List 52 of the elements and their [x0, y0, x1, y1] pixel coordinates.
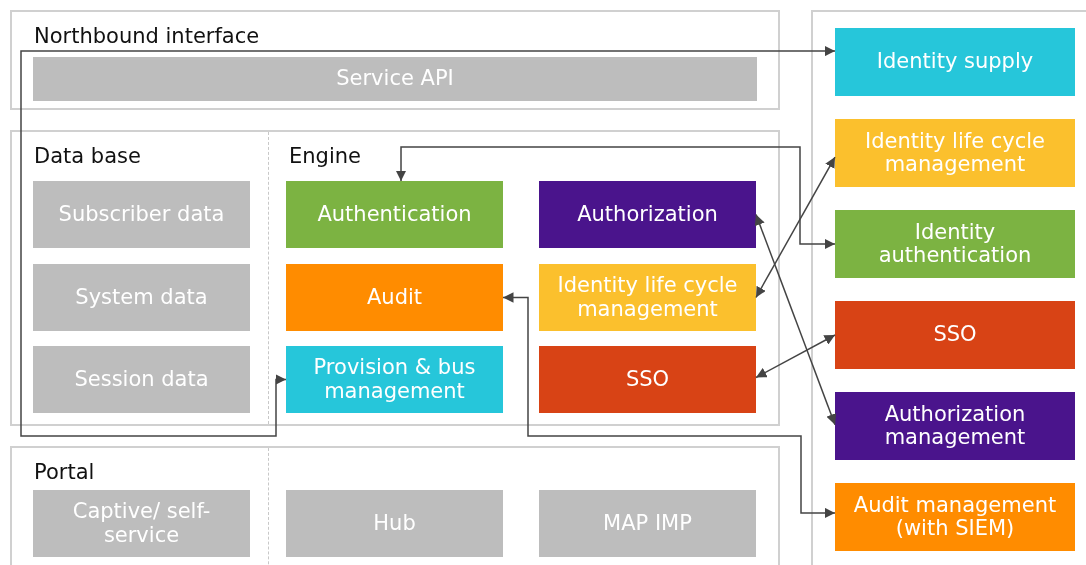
panel-heading: Portal — [34, 460, 95, 484]
box-label: Identity life cycle management — [863, 129, 1047, 177]
component-box — [286, 181, 503, 248]
component-box — [286, 346, 503, 413]
box-label: System data — [75, 285, 208, 310]
box-label: Hub — [373, 511, 416, 536]
component-box — [835, 301, 1075, 369]
component-box — [33, 346, 250, 413]
connector-arrow — [754, 213, 837, 426]
layer-panel — [10, 10, 780, 110]
component-box — [835, 119, 1075, 187]
component-box — [835, 392, 1075, 460]
box-label: SSO — [625, 367, 670, 392]
box-label: Provision & bus management — [312, 356, 477, 403]
connector-arrow — [755, 156, 836, 299]
component-box — [539, 181, 756, 248]
box-label: Identity authentication — [877, 220, 1033, 268]
component-box — [539, 346, 756, 413]
box-label: MAP IMP — [603, 511, 692, 536]
component-box — [33, 490, 250, 557]
box-label: Audit management (with SIEM) — [852, 493, 1058, 541]
connector-arrow — [502, 292, 836, 519]
panel-heading: Engine — [289, 144, 361, 168]
layer-panel — [10, 130, 780, 426]
box-label: Session data — [74, 367, 209, 392]
component-box — [539, 490, 756, 557]
box-label: Service API — [336, 67, 454, 91]
component-box — [33, 264, 250, 331]
box-label: Authorization management — [883, 402, 1027, 450]
panel-heading: Data base — [34, 144, 141, 168]
box-label: Subscriber data — [58, 202, 225, 227]
box-label: Audit — [366, 285, 423, 310]
box-label: Identity life cycle management — [556, 274, 739, 321]
component-box — [286, 490, 503, 557]
connector-arrow — [395, 146, 836, 250]
component-box — [539, 264, 756, 331]
box-label: SSO — [933, 323, 977, 347]
component-box — [286, 264, 503, 331]
connector-arrow — [755, 334, 836, 379]
component-box — [835, 28, 1075, 96]
box-label: Captive/ self-service — [71, 500, 212, 547]
panel-heading: Northbound interface — [34, 24, 260, 48]
box-label: Authorization — [577, 202, 718, 227]
layer-panel — [811, 10, 1086, 565]
component-box — [33, 57, 757, 101]
component-box — [835, 483, 1075, 551]
connector-arrow — [20, 45, 836, 437]
box-label: Identity supply — [876, 50, 1034, 74]
component-box — [33, 181, 250, 248]
layer-panel — [10, 446, 780, 565]
component-box — [835, 210, 1075, 278]
box-label: Authentication — [317, 202, 472, 227]
